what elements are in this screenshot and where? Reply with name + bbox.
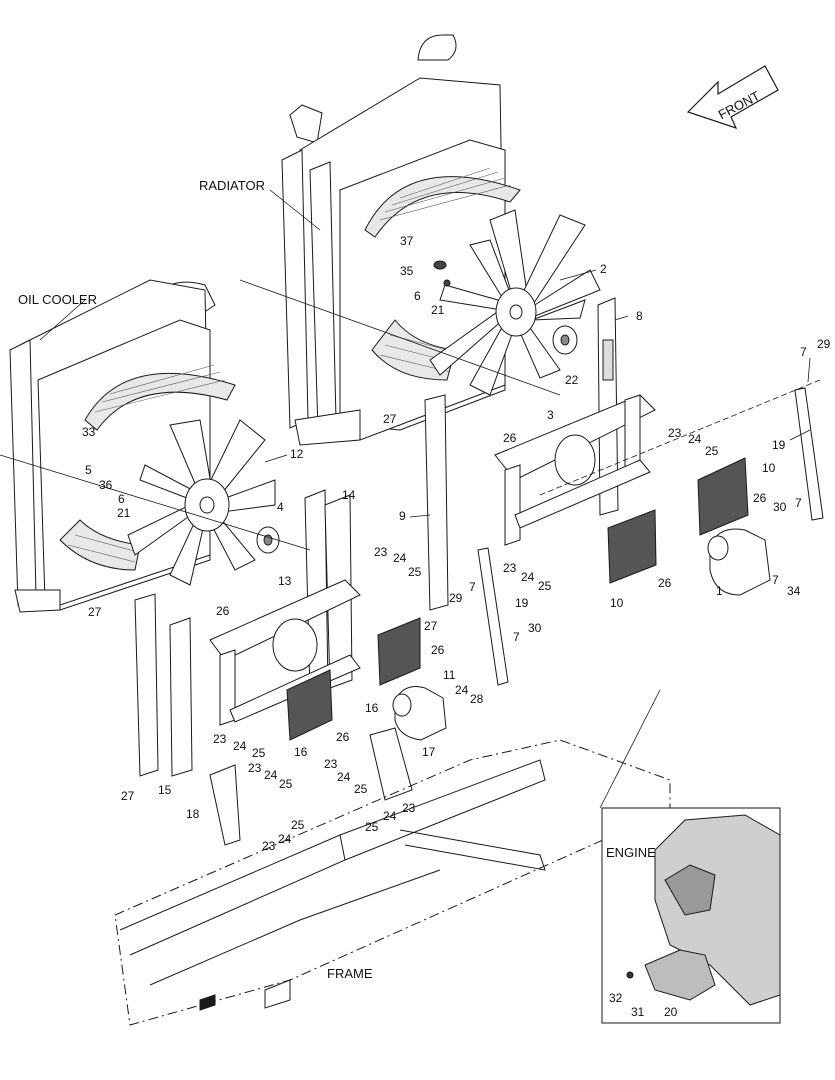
callout-5: 5 xyxy=(85,463,92,477)
callout-7e: 7 xyxy=(513,630,520,644)
callout-10a: 10 xyxy=(762,461,776,475)
engine-title: ENGINE xyxy=(606,845,656,860)
callout-24f: 24 xyxy=(337,770,351,784)
callout-21a: 21 xyxy=(431,303,445,317)
callout-23h: 23 xyxy=(402,801,416,815)
callout-35: 35 xyxy=(400,264,414,278)
callout-4: 4 xyxy=(277,500,284,514)
radiator-assembly xyxy=(281,34,521,446)
callout-24e: 24 xyxy=(264,768,278,782)
callout-23b: 23 xyxy=(503,561,517,575)
callout-27c: 27 xyxy=(424,619,438,633)
callout-25f: 25 xyxy=(354,782,368,796)
frame-title: FRAME xyxy=(327,966,373,981)
callout-24h: 24 xyxy=(278,832,292,846)
callout-27a: 27 xyxy=(383,412,397,426)
oil-cooler-fan xyxy=(127,419,280,586)
callout-2: 2 xyxy=(600,262,607,276)
callout-30b: 30 xyxy=(528,621,542,635)
mesh-guards xyxy=(286,457,749,741)
callout-24a: 24 xyxy=(688,432,702,446)
callout-25g: 25 xyxy=(291,818,305,832)
radiator-fan xyxy=(429,209,601,396)
callout-23c: 23 xyxy=(374,545,388,559)
callout-22: 22 xyxy=(565,373,579,387)
callout-6b: 6 xyxy=(118,492,125,506)
section-titles: RADIATOR OIL COOLER FRAME ENGINE xyxy=(18,178,656,981)
callout-25h: 25 xyxy=(365,820,379,834)
callout-30a: 30 xyxy=(773,500,787,514)
callout-8: 8 xyxy=(636,309,643,323)
callout-3: 3 xyxy=(547,408,554,422)
callout-16a: 16 xyxy=(365,701,379,715)
callout-24i: 24 xyxy=(383,809,397,823)
radiator-title: RADIATOR xyxy=(199,178,265,193)
callout-29a: 29 xyxy=(817,337,831,351)
front-arrow: FRONT xyxy=(686,65,779,130)
callout-17: 17 xyxy=(422,745,436,759)
callout-25c: 25 xyxy=(408,565,422,579)
callout-24d: 24 xyxy=(233,739,247,753)
callout-27b: 27 xyxy=(88,605,102,619)
callout-25a: 25 xyxy=(705,444,719,458)
callout-26b: 26 xyxy=(753,491,767,505)
callout-25e: 25 xyxy=(279,777,293,791)
callout-26e: 26 xyxy=(431,643,445,657)
callout-11: 11 xyxy=(443,668,456,682)
leader-lines xyxy=(0,189,821,809)
callout-7b: 7 xyxy=(795,496,802,510)
callout-29b: 29 xyxy=(449,591,463,605)
callout-24g: 24 xyxy=(455,683,469,697)
callout-20: 20 xyxy=(664,1005,678,1019)
callout-1: 1 xyxy=(716,584,723,598)
callout-25d: 25 xyxy=(252,746,266,760)
callout-25b: 25 xyxy=(538,579,552,593)
callout-23f: 23 xyxy=(324,757,338,771)
callout-26f: 26 xyxy=(336,730,350,744)
callout-28: 28 xyxy=(470,692,484,706)
callout-37: 37 xyxy=(400,234,414,248)
callout-23g: 23 xyxy=(262,839,276,853)
callout-10b: 10 xyxy=(610,596,624,610)
callout-24c: 24 xyxy=(393,551,407,565)
callout-7c: 7 xyxy=(772,573,779,587)
callout-9: 9 xyxy=(399,509,406,523)
callout-33: 33 xyxy=(82,425,96,439)
callout-26a: 26 xyxy=(503,431,517,445)
callout-19b: 19 xyxy=(515,596,529,610)
callout-14: 14 xyxy=(342,488,356,502)
callout-16b: 16 xyxy=(294,745,308,759)
callout-labels: 1 2 3 4 5 6 6 7 7 7 7 7 8 9 10 10 11 12 … xyxy=(82,234,831,1019)
oil-cooler-title: OIL COOLER xyxy=(18,292,97,307)
callout-12: 12 xyxy=(290,447,304,461)
callout-23e: 23 xyxy=(248,761,262,775)
callout-36: 36 xyxy=(99,478,113,492)
callout-15: 15 xyxy=(158,783,172,797)
hydraulic-motors xyxy=(392,528,771,741)
radiator-hardware xyxy=(433,260,578,355)
callout-18: 18 xyxy=(186,807,200,821)
engine-inset xyxy=(601,807,781,1024)
callout-13: 13 xyxy=(278,574,292,588)
callout-19a: 19 xyxy=(772,438,786,452)
machine-frame xyxy=(114,739,671,1026)
callout-6a: 6 xyxy=(414,289,421,303)
callout-7d: 7 xyxy=(469,580,476,594)
callout-32: 32 xyxy=(609,991,623,1005)
callout-34: 34 xyxy=(787,584,801,598)
callout-23d: 23 xyxy=(213,732,227,746)
callout-21b: 21 xyxy=(117,506,131,520)
callout-27d: 27 xyxy=(121,789,135,803)
callout-23a: 23 xyxy=(668,426,682,440)
callout-26d: 26 xyxy=(216,604,230,618)
callout-26c: 26 xyxy=(658,576,672,590)
callout-7a: 7 xyxy=(800,345,807,359)
callout-31: 31 xyxy=(631,1005,645,1019)
callout-24b: 24 xyxy=(521,570,535,584)
